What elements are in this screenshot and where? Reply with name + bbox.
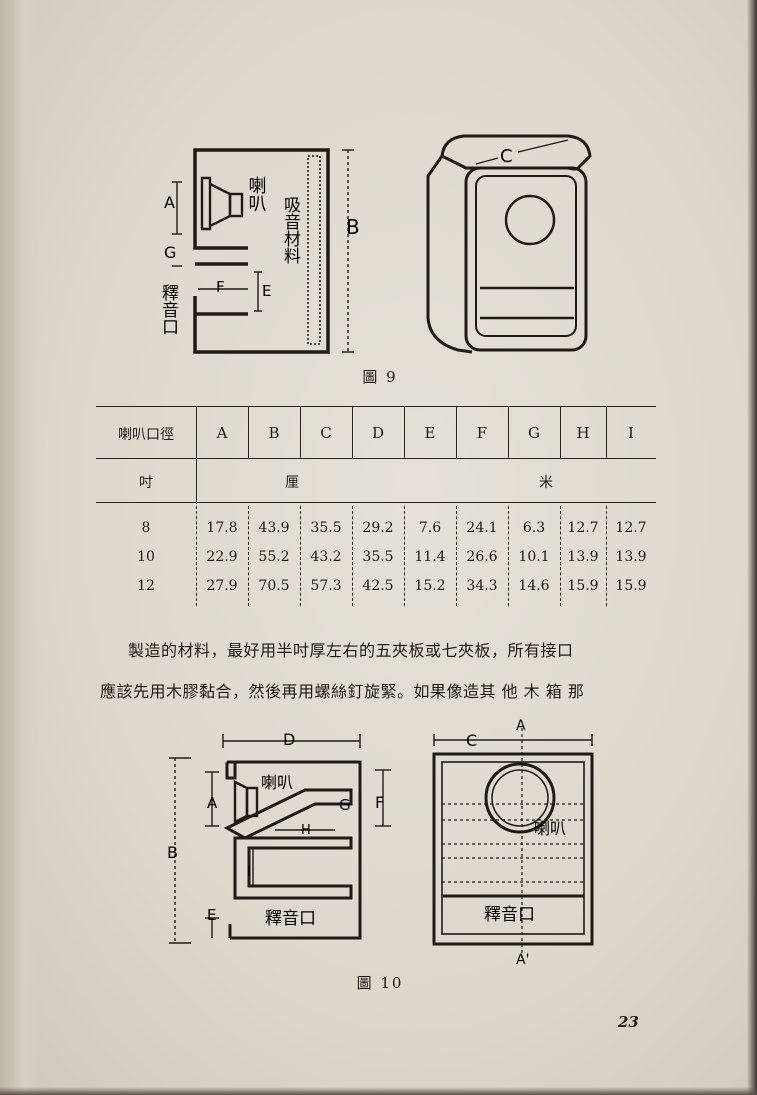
fig9-label-port: 釋音口 (158, 284, 179, 335)
body-text-line-2: 應該先用木膠黏合，然後再用螺絲釘旋緊。如果像造其 他 木 箱 那 (100, 682, 585, 701)
unit-inch: 吋 (139, 475, 153, 491)
table-rule-header (96, 458, 656, 459)
figure-9-cabinet-perspective: C (426, 134, 592, 354)
fig9-label-speaker: 喇叭 (246, 176, 267, 212)
table-rule-top (96, 406, 656, 407)
header-e: E (424, 424, 436, 442)
header-a: A (216, 424, 228, 442)
figure-10-dimension-f: F (375, 769, 391, 827)
body-text-line-1: 製造的材料，最好用半吋厚左右的五夾板或七夾板，所有接口 (128, 641, 574, 660)
unit-left: 厘 (285, 475, 299, 491)
figure-10-side-section-diagram: D A B E I H G 喇叭 釋音口 (167, 730, 362, 944)
header-h: H (576, 424, 590, 442)
page-edge-right (747, 0, 757, 1095)
header-f: F (476, 424, 488, 442)
fig9-label-c: C (500, 146, 513, 167)
fig10-label-a: A (207, 794, 218, 812)
fig10-label-b: B (167, 843, 178, 862)
fig9-label-e: E (262, 282, 271, 300)
header-c: C (320, 424, 332, 442)
header-diameter: 喇叭口徑 (118, 427, 174, 443)
fig10-label-h: H (301, 823, 311, 838)
fig9-label-g: G (164, 243, 176, 262)
header-b: B (268, 424, 280, 442)
figure-10-front-view-diagram: C A A' 喇叭 釋音口 (432, 718, 594, 968)
fig10-label-i: I (247, 864, 251, 880)
fig10-label-speaker-left: 喇叭 (261, 773, 293, 792)
figure-10-caption: 圖 10 (356, 974, 404, 992)
page-number: 23 (618, 1013, 639, 1031)
book-spine-shadow (0, 0, 40, 1095)
header-i: I (628, 424, 634, 442)
fig10-label-a-top: A (516, 718, 526, 734)
fig9-label-a: A (164, 193, 175, 212)
page-edge-bottom (0, 1087, 757, 1095)
fig10-label-speaker-right: 喇叭 (534, 819, 566, 838)
fig9-label-f: F (216, 278, 225, 296)
fig9-label-damping: 吸音材料 (280, 196, 301, 264)
fig10-label-e: E (207, 906, 216, 924)
figure-9-cross-section-diagram: B A G F E 喇叭 吸音材料 釋音口 (158, 148, 360, 354)
fig10-label-port-right: 釋音口 (484, 905, 535, 925)
fig10-label-f: F (375, 793, 384, 812)
fig10-label-a-bottom: A' (516, 952, 529, 968)
figure-9-caption: 圖 9 (362, 368, 398, 386)
unit-right: 米 (539, 475, 553, 491)
fig10-label-c: C (466, 731, 477, 750)
fig10-label-d: D (283, 730, 295, 749)
fig10-label-port-left: 釋音口 (265, 909, 316, 929)
table-rule-unit (96, 502, 656, 503)
fig10-label-g: G (339, 796, 351, 814)
fig9-label-b: B (346, 215, 360, 239)
header-g: G (528, 424, 540, 442)
header-d: D (371, 424, 385, 442)
